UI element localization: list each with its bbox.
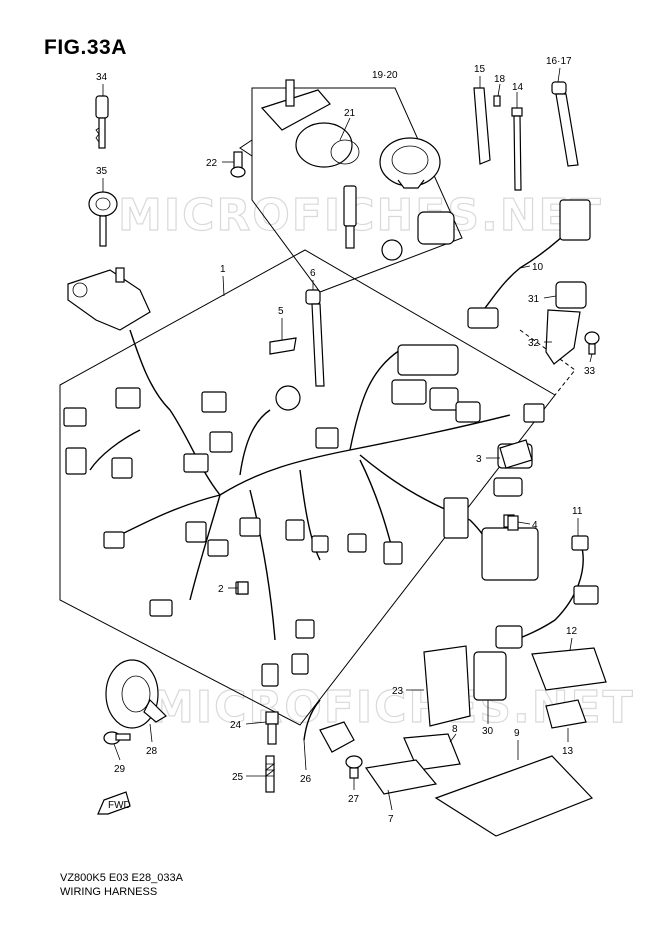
callout-3: 3 xyxy=(476,454,482,465)
callout-2: 2 xyxy=(218,584,224,595)
callout-14: 14 xyxy=(512,82,524,93)
callout-26: 26 xyxy=(300,774,312,785)
callout-10: 10 xyxy=(532,262,544,273)
clamp-5 xyxy=(269,337,297,355)
callout-27: 27 xyxy=(348,794,360,805)
tie-14 xyxy=(511,107,523,191)
callout-21: 21 xyxy=(344,108,356,119)
harness-outline xyxy=(59,249,576,726)
pad-8 xyxy=(403,733,461,771)
pad-12 xyxy=(531,647,607,691)
screw-22 xyxy=(230,151,246,178)
callout-34: 34 xyxy=(96,72,108,83)
callout-31: 31 xyxy=(528,294,540,305)
horn-28 xyxy=(105,659,167,729)
callout-18: 18 xyxy=(494,74,506,85)
sensor-26 xyxy=(303,699,355,753)
callout-7: 7 xyxy=(388,814,394,825)
fwd-arrow: FWD xyxy=(97,791,131,815)
watermark-top: MICROFICHES.NET xyxy=(118,190,603,241)
tie-6 xyxy=(305,289,325,387)
main-switch-housing xyxy=(67,267,151,331)
relay-30 xyxy=(473,651,507,701)
key-35 xyxy=(88,191,118,247)
key-34 xyxy=(95,95,109,149)
switch-25 xyxy=(264,755,276,793)
pad-9 xyxy=(434,755,594,837)
clamp-16-17 xyxy=(551,81,579,167)
bolt-33 xyxy=(584,331,600,355)
callout-24: 24 xyxy=(230,720,242,731)
lead-10 xyxy=(467,199,591,329)
callout-23: 23 xyxy=(392,686,404,697)
callout-35: 35 xyxy=(96,166,108,177)
bracket-32 xyxy=(545,309,581,365)
bolt-29 xyxy=(103,731,131,745)
callout-32: 32 xyxy=(528,338,540,349)
callout-30: 30 xyxy=(482,726,494,737)
callout-16-17: 16·17 xyxy=(546,56,572,67)
callout-12: 12 xyxy=(566,626,578,637)
callout-22: 22 xyxy=(206,158,218,169)
cushion-23 xyxy=(423,645,471,727)
callout-13: 13 xyxy=(562,746,574,757)
clamp-2 xyxy=(237,581,249,595)
callout-9: 9 xyxy=(514,728,520,739)
callout-1: 1 xyxy=(220,264,226,275)
figure-name: WIRING HARNESS xyxy=(60,886,158,898)
screw-27 xyxy=(345,755,363,779)
callout-labels: 34 35 19·20 21 22 15 18 14 16·17 1 6 5 1… xyxy=(96,56,596,825)
figure-code: VZ800K5 E03 E28_033A xyxy=(60,872,183,884)
callout-8: 8 xyxy=(452,724,458,735)
callout-19-20: 19·20 xyxy=(372,70,398,81)
figure-title: FIG.33A xyxy=(44,36,127,59)
callout-25: 25 xyxy=(232,772,244,783)
switch-24 xyxy=(265,711,279,745)
callout-29: 29 xyxy=(114,764,126,775)
relay-31 xyxy=(555,281,587,309)
callout-33: 33 xyxy=(584,366,596,377)
callout-28: 28 xyxy=(146,746,158,757)
ignition-switch-21 xyxy=(260,79,455,261)
callout-5: 5 xyxy=(278,306,284,317)
fwd-label: FWD xyxy=(108,800,131,811)
clamp-15 xyxy=(473,87,491,165)
relay-3 xyxy=(499,439,533,469)
leader-lines xyxy=(102,67,593,811)
ignition-switch-box xyxy=(239,87,463,293)
pad-7 xyxy=(364,759,438,795)
callout-15: 15 xyxy=(474,64,486,75)
pad-13 xyxy=(545,699,587,729)
connectors xyxy=(63,344,545,687)
callout-6: 6 xyxy=(310,268,316,279)
callout-4: 4 xyxy=(532,520,538,531)
lead-11 xyxy=(495,535,599,649)
callout-11: 11 xyxy=(572,506,583,517)
harness-wires xyxy=(89,329,511,641)
screw-18 xyxy=(493,95,501,107)
fuse-4 xyxy=(507,515,519,531)
